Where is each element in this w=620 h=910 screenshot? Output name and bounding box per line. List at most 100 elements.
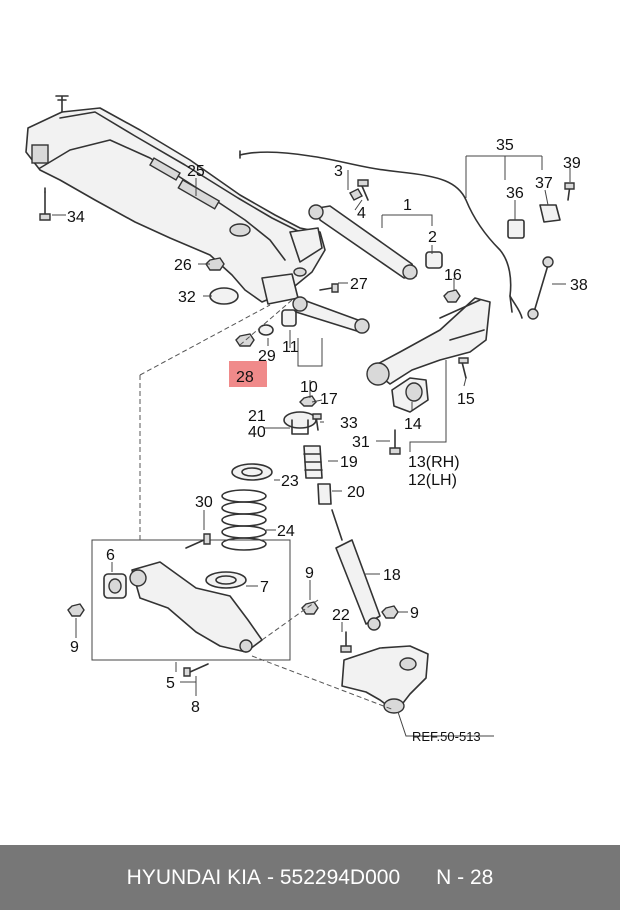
callout-3: 3 [334, 163, 343, 180]
coil-spring-24 [221, 489, 267, 551]
callout-17: 17 [320, 391, 338, 408]
bolt-27 [319, 283, 339, 293]
dust-cover-19 [303, 445, 323, 479]
trailing-arm-12-13 [366, 297, 491, 386]
ref-label: REF.50-513 [412, 729, 481, 744]
spring-seat-23 [231, 463, 273, 481]
highlight-box-28 [229, 361, 267, 387]
bolt-33 [312, 413, 322, 431]
crossmember [25, 95, 326, 305]
callout-38: 38 [570, 277, 588, 294]
callout-11: 11 [282, 339, 299, 356]
bolt-15 [458, 357, 469, 379]
washer-29 [258, 324, 274, 336]
callout-20: 20 [347, 484, 365, 501]
callout-12-num: 12 [408, 472, 426, 489]
lateral-arm-10 [292, 296, 370, 334]
footer-brand: HYUNDAI [126, 865, 222, 889]
callout-35: 35 [496, 137, 514, 154]
callout-9c: 9 [410, 605, 419, 622]
callout-37: 37 [535, 175, 553, 192]
callout-24: 24 [277, 523, 295, 540]
bushing-11 [281, 309, 297, 327]
callout-6: 6 [106, 547, 115, 564]
nut-9b [301, 601, 319, 615]
nut-9a [67, 603, 85, 617]
callout-12-side: (LH) [426, 472, 457, 489]
dashed-line-b [139, 304, 271, 376]
bump-stop-20 [317, 483, 332, 505]
callout-23: 23 [281, 473, 299, 490]
callout-25: 25 [187, 163, 205, 180]
callout-32: 32 [178, 289, 196, 306]
callout-22: 22 [332, 607, 350, 624]
bolt-8 [183, 663, 209, 677]
stabilizer-link-38 [527, 256, 554, 320]
callout-14: 14 [404, 416, 422, 433]
callout-10: 10 [300, 379, 318, 396]
callout-34: 34 [67, 209, 85, 226]
bolt-30 [185, 533, 211, 549]
callout-8: 8 [191, 699, 200, 716]
lower-arm-5 [129, 561, 263, 653]
bolt-22 [340, 631, 352, 653]
callout-19: 19 [340, 454, 358, 471]
callout-13-side: (RH) [426, 454, 460, 471]
callout-4: 4 [357, 205, 366, 222]
callout-13-num: 13 [408, 454, 426, 471]
bushing-2 [425, 251, 443, 269]
nut-9c [381, 605, 399, 619]
footer-page: N - 28 [436, 865, 494, 889]
leader-lines [52, 155, 571, 737]
callout-21: 21 [248, 408, 266, 425]
bolt-34 [39, 187, 51, 221]
dashed-line-e [239, 299, 293, 346]
callout-28: 28 [236, 369, 254, 386]
upper-arm-1 [308, 204, 418, 280]
callout-7: 7 [260, 579, 269, 596]
bolt-39 [564, 182, 575, 201]
callout-9a: 9 [70, 639, 79, 656]
callout-26: 26 [174, 257, 192, 274]
callout-1: 1 [403, 197, 412, 214]
callout-5: 5 [166, 675, 175, 692]
bushing-6 [103, 573, 127, 599]
callout-31: 31 [352, 434, 370, 451]
callout-39: 39 [563, 155, 581, 172]
stabilizer-bar [239, 150, 523, 319]
bolt-31 [389, 429, 401, 455]
callout-40: 40 [248, 424, 266, 441]
nut-16 [443, 289, 461, 303]
footer-brand-2: KIA [227, 865, 262, 889]
bushing-36 [507, 219, 525, 239]
callout-12: 12(LH) [408, 472, 457, 489]
spring-pad-7 [205, 571, 247, 589]
callout-27: 27 [350, 276, 368, 293]
bushing-14 [391, 377, 429, 413]
nut-17 [299, 395, 317, 407]
parts-diagram: 34 25 26 32 3 4 1 2 27 16 35 36 37 39 38… [25, 95, 588, 744]
footer-part-number: - 552294D000 [267, 865, 401, 889]
callout-9b: 9 [305, 565, 314, 582]
dashed-line-d [251, 655, 395, 711]
callout-2: 2 [428, 229, 437, 246]
bracket-37 [539, 204, 561, 223]
callouts: 34 25 26 32 3 4 1 2 27 16 35 36 37 39 38… [67, 137, 588, 744]
callout-33: 33 [340, 415, 358, 432]
nut-28 [235, 333, 255, 347]
callout-29: 29 [258, 348, 276, 365]
callout-18: 18 [383, 567, 401, 584]
callout-36: 36 [506, 185, 524, 202]
bolt-4 [357, 179, 369, 201]
callout-15: 15 [457, 391, 475, 408]
knuckle [341, 645, 429, 714]
dashed-line-c [261, 599, 319, 641]
callout-16: 16 [444, 267, 462, 284]
mount-21-40 [283, 411, 317, 435]
bolt-3 [349, 188, 363, 201]
lower-arm-group-box [91, 539, 291, 661]
shock-absorber-18 [331, 509, 381, 631]
cap-32 [209, 287, 239, 305]
callout-30: 30 [195, 494, 213, 511]
